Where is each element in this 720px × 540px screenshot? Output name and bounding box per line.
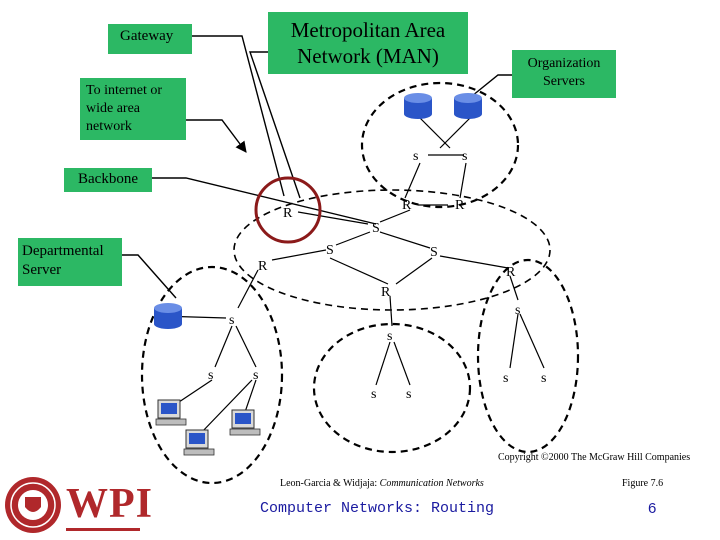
links bbox=[159, 117, 545, 435]
man-label: Metropolitan Area Network (MAN) bbox=[268, 12, 468, 74]
router-node: R bbox=[283, 206, 293, 221]
node-labels: R R R R R R S S S s s s s s s s s s s s bbox=[208, 149, 546, 402]
internet-label-line: wide area bbox=[86, 101, 141, 116]
group-boundaries bbox=[140, 81, 580, 485]
switch-node: s bbox=[208, 368, 213, 383]
switch-node: s bbox=[413, 149, 418, 164]
gateway-label: Gateway bbox=[108, 24, 192, 54]
right-lan-boundary bbox=[476, 258, 580, 454]
router-node: R bbox=[402, 198, 412, 213]
switch-node: s bbox=[515, 303, 520, 318]
gateway-ring bbox=[254, 176, 322, 244]
router-node: R bbox=[258, 259, 268, 274]
switch-node: s bbox=[541, 371, 546, 386]
server-icon bbox=[154, 303, 182, 329]
switch-node: s bbox=[387, 329, 392, 344]
switch-node: s bbox=[229, 313, 234, 328]
switch-node: S bbox=[326, 243, 334, 258]
citation: Leon-Garcia & Widjaja: Communication Net… bbox=[280, 478, 484, 489]
server-icon bbox=[454, 93, 482, 119]
workstation-icon bbox=[183, 429, 215, 456]
internet-label: To internet or wide area network bbox=[80, 78, 186, 140]
man-pointer bbox=[249, 51, 301, 199]
slide-title: Computer Networks: Routing bbox=[260, 500, 495, 517]
router-node: R bbox=[506, 265, 516, 280]
departmental-lan-boundary bbox=[140, 265, 284, 485]
internet-label-line: To internet or bbox=[86, 83, 162, 98]
org-servers-label-line: Organization bbox=[527, 56, 601, 71]
switch-node: s bbox=[503, 371, 508, 386]
pointer-lines bbox=[122, 35, 512, 299]
switch-node: S bbox=[372, 221, 380, 236]
departmental-server-label: Departmental Server bbox=[18, 238, 122, 286]
switch-node: s bbox=[406, 387, 411, 402]
citation-authors: Leon-Garcia & Widjaja: bbox=[280, 478, 378, 489]
logo-divider bbox=[66, 528, 140, 531]
copyright-text: Copyright ©2000 The McGraw Hill Companie… bbox=[498, 452, 691, 463]
citation-title: Communication Networks bbox=[379, 478, 484, 489]
switch-node: s bbox=[462, 149, 467, 164]
router-node: R bbox=[455, 198, 465, 213]
gateway-label-text: Gateway bbox=[120, 28, 174, 44]
center-lan-boundary bbox=[312, 322, 472, 454]
org-servers-label: Organization Servers bbox=[512, 50, 616, 98]
workstation-icon bbox=[155, 399, 187, 426]
man-label-line: Metropolitan Area bbox=[290, 18, 446, 42]
man-ring-boundary bbox=[233, 189, 551, 311]
figure-number: Figure 7.6 bbox=[622, 478, 664, 489]
internet-label-line: network bbox=[86, 119, 132, 134]
university-logo-text: WPI bbox=[66, 481, 153, 527]
switch-node: S bbox=[430, 245, 438, 260]
gateway-pointer bbox=[192, 35, 285, 197]
page-number: 6 bbox=[648, 500, 657, 517]
backbone-label-text: Backbone bbox=[78, 171, 138, 187]
departmental-server-label-line: Server bbox=[22, 262, 62, 278]
switch-node: s bbox=[253, 368, 258, 383]
internet-pointer bbox=[186, 119, 247, 153]
man-label-line: Network (MAN) bbox=[297, 44, 439, 68]
departmental-server-label-line: Departmental bbox=[22, 243, 104, 259]
org-servers-pointer bbox=[471, 74, 512, 97]
org-servers-label-line: Servers bbox=[543, 74, 585, 89]
org-servers-boundary bbox=[360, 81, 520, 209]
backbone-label: Backbone bbox=[64, 168, 152, 192]
university-seal bbox=[5, 477, 61, 533]
departmental-pointer bbox=[122, 254, 177, 299]
router-node: R bbox=[381, 285, 391, 300]
workstation-icon bbox=[229, 409, 261, 436]
switch-node: s bbox=[371, 387, 376, 402]
server-icon bbox=[404, 93, 432, 119]
backbone-pointer bbox=[152, 177, 377, 225]
